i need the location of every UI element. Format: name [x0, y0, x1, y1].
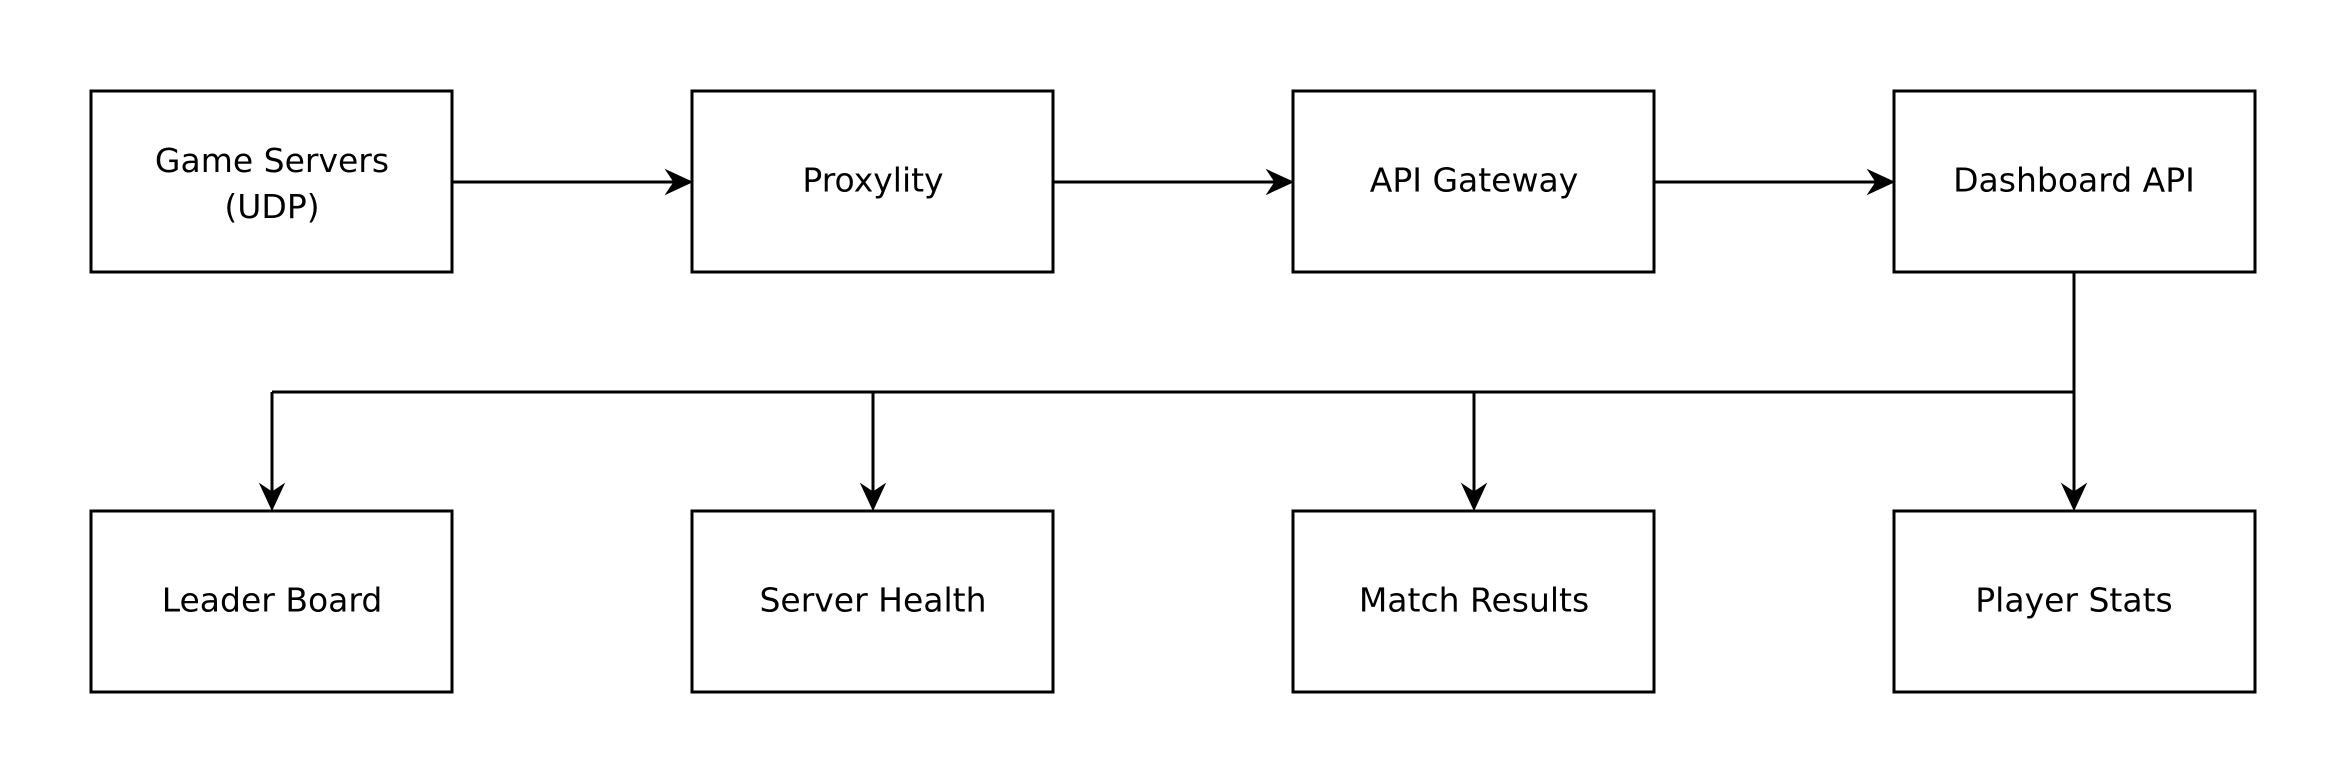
arrow-head-api-gateway	[1265, 168, 1295, 196]
node-label: Match Results	[1359, 581, 1589, 620]
node-api-gateway: API Gateway	[1291, 89, 1656, 274]
node-game-servers: Game Servers (UDP)	[89, 89, 454, 274]
node-box	[1892, 509, 2257, 694]
arrow-head-player-stats	[2060, 482, 2088, 512]
node-box	[89, 509, 454, 694]
arrow-head-server-health	[859, 482, 887, 512]
arrow-head-dashboard-api	[1866, 168, 1896, 196]
node-server-health: Server Health	[690, 509, 1055, 694]
node-box	[89, 89, 454, 274]
node-player-stats: Player Stats	[1892, 509, 2257, 694]
node-label: Leader Board	[162, 581, 383, 620]
connectors	[258, 168, 2088, 512]
arrow-head-proxylity	[664, 168, 694, 196]
node-box	[1291, 509, 1656, 694]
node-box	[1291, 89, 1656, 274]
node-box	[1892, 89, 2257, 274]
node-proxylity: Proxylity	[690, 89, 1055, 274]
arrow-head-match-results	[1460, 482, 1488, 512]
node-label: API Gateway	[1370, 161, 1578, 200]
node-box	[690, 89, 1055, 274]
node-label-line-2: (UDP)	[224, 187, 319, 226]
node-match-results: Match Results	[1291, 509, 1656, 694]
node-label: Player Stats	[1975, 581, 2172, 620]
node-leader-board: Leader Board	[89, 509, 454, 694]
arrow-head-leader-board	[258, 482, 286, 512]
node-box	[690, 509, 1055, 694]
node-label: Dashboard API	[1953, 161, 2195, 200]
node-label: Server Health	[759, 581, 986, 620]
node-label-line-1: Game Servers	[155, 141, 389, 180]
node-label: Proxylity	[802, 161, 943, 200]
node-dashboard-api: Dashboard API	[1892, 89, 2257, 274]
